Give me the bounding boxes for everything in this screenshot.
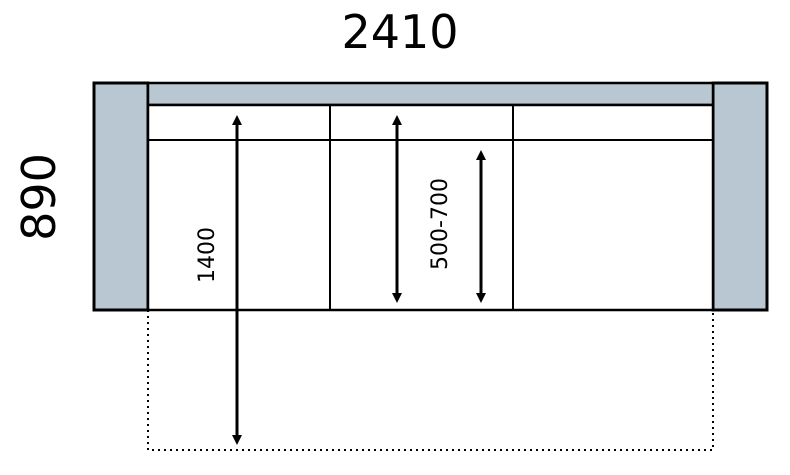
- backrest: [146, 81, 715, 107]
- right-armrest: [711, 81, 769, 312]
- left-armrest: [92, 81, 150, 312]
- depth-dimension-label: 890: [12, 153, 66, 241]
- seat-range-label: 500-700: [428, 178, 453, 270]
- width-dimension-label: 2410: [341, 5, 458, 59]
- extended-bed-outline: [147, 310, 714, 451]
- extended-depth-label: 1400: [195, 227, 220, 283]
